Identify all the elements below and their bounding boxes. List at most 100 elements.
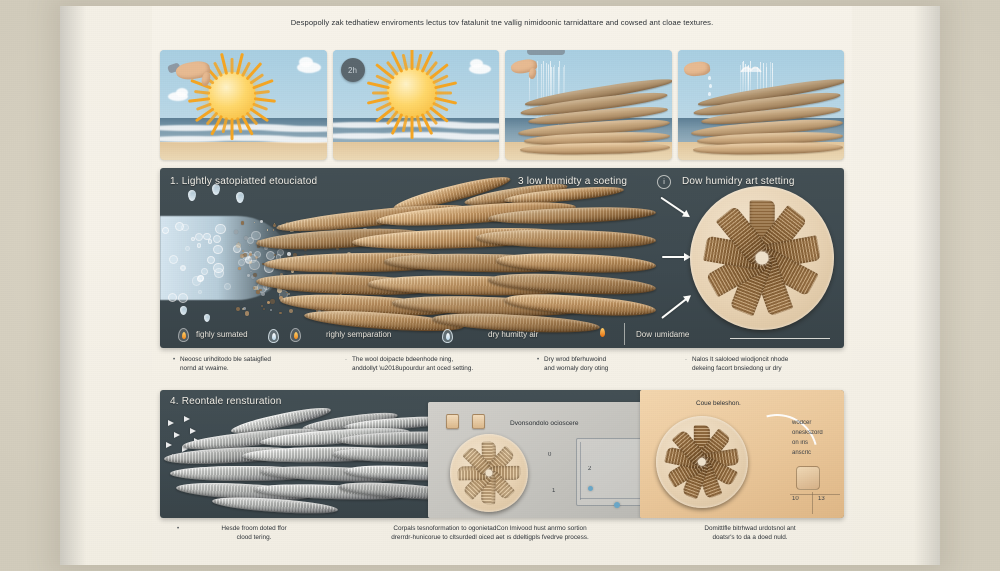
sample-chip (472, 414, 485, 429)
filmstrip-panel-3[interactable] (505, 50, 672, 160)
caption-b2: Corpals tesnoformation to ogonietadCon l… (340, 524, 640, 543)
side-note-line: anscrlc (792, 450, 811, 456)
sun-ray (372, 92, 389, 95)
blueprint-title: Dvonsondolo ocioscere (510, 420, 579, 427)
arrow-icon (662, 256, 690, 258)
grit-particle (250, 258, 252, 260)
divider (624, 323, 625, 345)
axis-label: 2 (588, 466, 591, 472)
sun-ray (435, 92, 452, 95)
driftwood-stack (691, 85, 834, 149)
caption-3: • Dry wrod bferhuwoind and wornaly dory … (544, 355, 694, 374)
side-note-line: oneskszord (792, 430, 823, 436)
header-caption: Despopolly zak tedhatiew enviroments lec… (152, 18, 852, 27)
underline (730, 338, 830, 339)
caption-line: doatsr's to da a doed nuld. (660, 533, 840, 542)
filmstrip-panel-1[interactable] (160, 50, 327, 160)
surf-line (333, 120, 500, 130)
bubble (207, 256, 215, 264)
caption-1: • Neoosc urihditodo ble sataigfied nornd… (180, 355, 330, 374)
sun-ray (410, 116, 413, 139)
caption-line: The wool doipacte bdeenhode ning, (352, 355, 522, 364)
data-point (588, 486, 593, 491)
driftwood-cluster-dry (164, 414, 464, 514)
arrow-icon (660, 197, 689, 218)
driftwood-log (476, 229, 656, 250)
disc-core (486, 470, 493, 477)
water-droplet-icon (708, 76, 711, 80)
axis-label: 0 (548, 452, 551, 458)
axis-label: 10 (792, 496, 799, 502)
surf-line (160, 123, 327, 133)
filmstrip-panel-4[interactable] (678, 50, 845, 160)
cloud-icon (299, 57, 313, 67)
caption-b1: • Hesde froom doted ffor clood tering. (184, 524, 324, 543)
time-badge: 2h (341, 58, 365, 82)
bubble (195, 233, 203, 241)
filmstrip-panel-2[interactable]: 2h (333, 50, 500, 160)
caption-line: dekeing facort bnsiedong ur dry (692, 364, 852, 373)
axis-label: 13 (818, 496, 825, 502)
axis-label: 1 (552, 488, 555, 494)
bubble (178, 293, 188, 303)
bubble (213, 235, 221, 243)
rain-cloud-icon (527, 50, 565, 55)
caption-line: anddollyt \u2018upourdur ant oced settin… (352, 364, 522, 373)
water-droplet-icon (180, 306, 187, 315)
axis-line (790, 494, 840, 495)
bubble (197, 243, 201, 247)
caption-line: Dry wrod bferhuwoind (544, 355, 694, 364)
bottom-panel: 4. Reontale rensturation Dvonsondolo oci… (160, 390, 844, 518)
info-circle-icon[interactable]: i (657, 175, 671, 189)
sun-icon (208, 72, 256, 120)
side-note-line: wodcer (792, 420, 811, 426)
caption-line: and wornaly dory oting (544, 364, 694, 373)
arrow-icon (661, 295, 691, 319)
drop-icon (268, 329, 279, 343)
caption-line: Hesde froom doted ffor (184, 524, 324, 533)
caption-line: Neoosc urihditodo ble sataigfied (180, 355, 330, 364)
bullet: • (537, 356, 539, 365)
side-note-line: on iris (792, 440, 808, 446)
caption-2: · The wool doipacte bdeenhode ning, andd… (352, 355, 522, 374)
label-highly-saturated: fighly sumated (196, 330, 248, 339)
caption-line: Corpals tesnoformation to ogonietadCon l… (340, 524, 640, 533)
axis-line (580, 442, 581, 500)
bubble (213, 245, 223, 255)
main-panel-title-left: 1. Lightly satopiatted etouciatod (170, 176, 317, 187)
caption-line: nornd at vwaime. (180, 364, 330, 373)
sand (333, 142, 500, 160)
bottom-panel-title: 4. Reontale rensturation (170, 396, 282, 407)
bullet: • (173, 356, 175, 365)
axis-line (812, 492, 813, 514)
grit-particle (240, 254, 244, 258)
grit-particle (236, 307, 240, 311)
surf-line (333, 131, 500, 141)
bullet: · (345, 356, 347, 365)
sample-swatch (796, 466, 820, 490)
caption-line: clood tering. (184, 533, 324, 542)
tan-note-card: Coue beleshon. wodcer oneskszord on iris… (640, 390, 844, 518)
filmstrip: 2h (160, 50, 844, 160)
driftwood-cluster-wet (256, 186, 656, 334)
grit-particle (238, 267, 241, 270)
grit-particle (241, 221, 244, 224)
sun-icon (387, 68, 437, 118)
grit-particle (245, 311, 250, 316)
grit-particle (249, 261, 252, 264)
flame-icon (290, 328, 301, 342)
bubble (197, 275, 204, 282)
note-title: Coue beleshon. (696, 400, 741, 407)
flame-icon (600, 328, 605, 337)
caption-line: Domittlfle bitrhwad urdotsnol ant (660, 524, 840, 533)
grit-particle (236, 243, 241, 248)
grit-particle (249, 253, 252, 256)
captions-top: • Neoosc urihditodo ble sataigfied nornd… (152, 355, 852, 389)
label-highly-separation: righly semparation (326, 330, 391, 339)
driftwood-stack (518, 85, 661, 149)
bubble (213, 263, 224, 274)
main-panel: 1. Lightly satopiatted etouciatod 3 low … (160, 168, 844, 348)
bubble (169, 255, 178, 264)
flame-icon (178, 328, 189, 342)
